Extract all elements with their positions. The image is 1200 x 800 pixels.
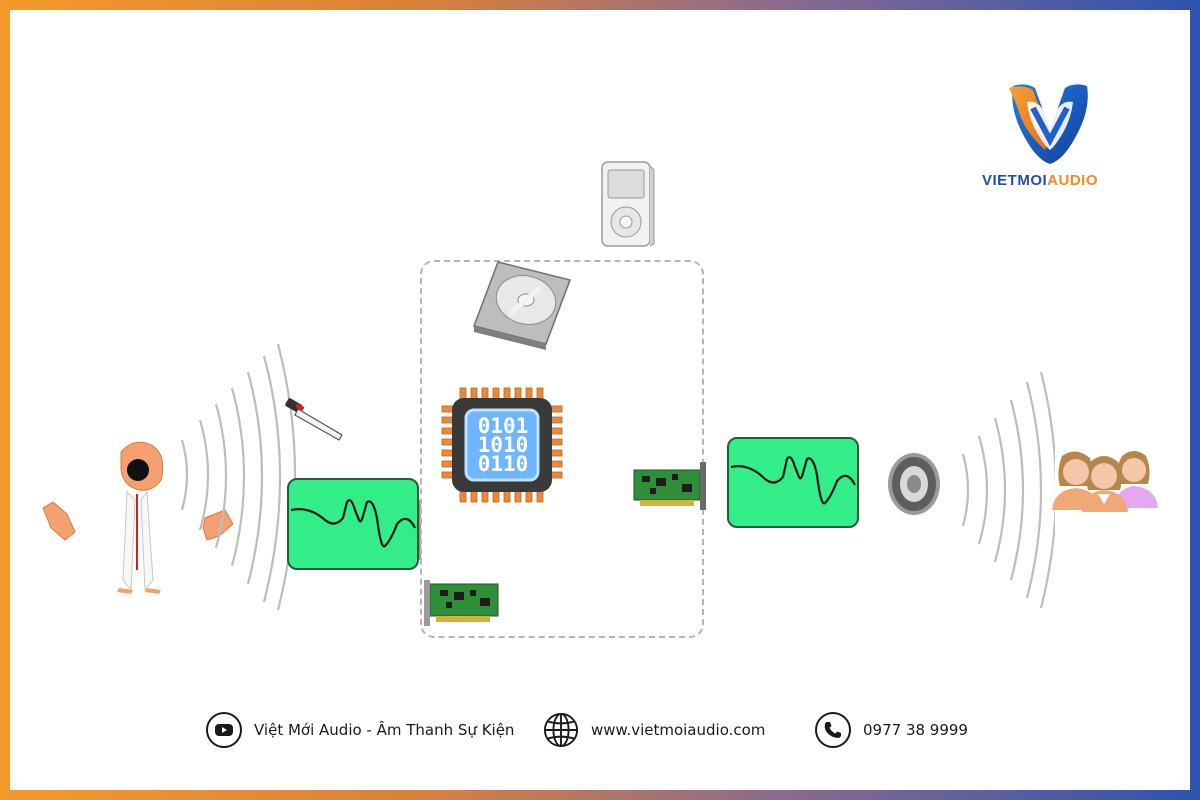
speaker-icon	[888, 453, 940, 515]
output-waveform-line	[730, 456, 856, 505]
processor-chip-icon	[441, 387, 563, 503]
brand-logo-text: VIETMOIAUDIO	[982, 172, 1122, 189]
footer-website-contact[interactable]: www.vietmoiaudio.com	[543, 710, 765, 750]
brand-word-audio: AUDIO	[1047, 172, 1099, 189]
youtube-icon	[206, 712, 242, 748]
footer-youtube-label[interactable]: Việt Mới Audio - Âm Thanh Sự Kiện	[254, 721, 515, 739]
sound-card-input-icon	[424, 580, 499, 626]
chip-binary-line-2: 1010	[477, 433, 529, 457]
input-waveform-display	[287, 478, 419, 570]
globe-icon	[543, 712, 579, 748]
microphone-icon	[285, 398, 343, 441]
output-waveform-display	[727, 437, 859, 528]
sound-card-output-icon	[633, 462, 706, 510]
phone-icon	[815, 712, 851, 748]
brand-word-vietmoi: VIETMOI	[982, 172, 1048, 189]
footer-phone-contact[interactable]: 0977 38 9999	[815, 710, 968, 750]
chip-binary-line-3: 0110	[477, 452, 529, 476]
footer-website-label[interactable]: www.vietmoiaudio.com	[591, 721, 766, 739]
audience-icon	[1052, 451, 1158, 512]
footer-phone-label[interactable]: 0977 38 9999	[863, 721, 968, 739]
music-player-icon	[601, 161, 655, 247]
footer-youtube-contact[interactable]: Việt Mới Audio - Âm Thanh Sự Kiện	[206, 710, 514, 750]
chip-binary-line-1: 0101	[477, 414, 529, 438]
hard-disk-icon	[473, 261, 571, 350]
sound-waves-input-icon	[180, 343, 297, 610]
input-waveform-line	[290, 499, 416, 548]
page-canvas	[10, 10, 1190, 790]
digital-system-container	[420, 260, 704, 638]
singer-figure-icon	[42, 441, 234, 594]
brand-logo-icon	[1009, 84, 1088, 164]
sound-waves-output-icon	[961, 371, 1055, 609]
